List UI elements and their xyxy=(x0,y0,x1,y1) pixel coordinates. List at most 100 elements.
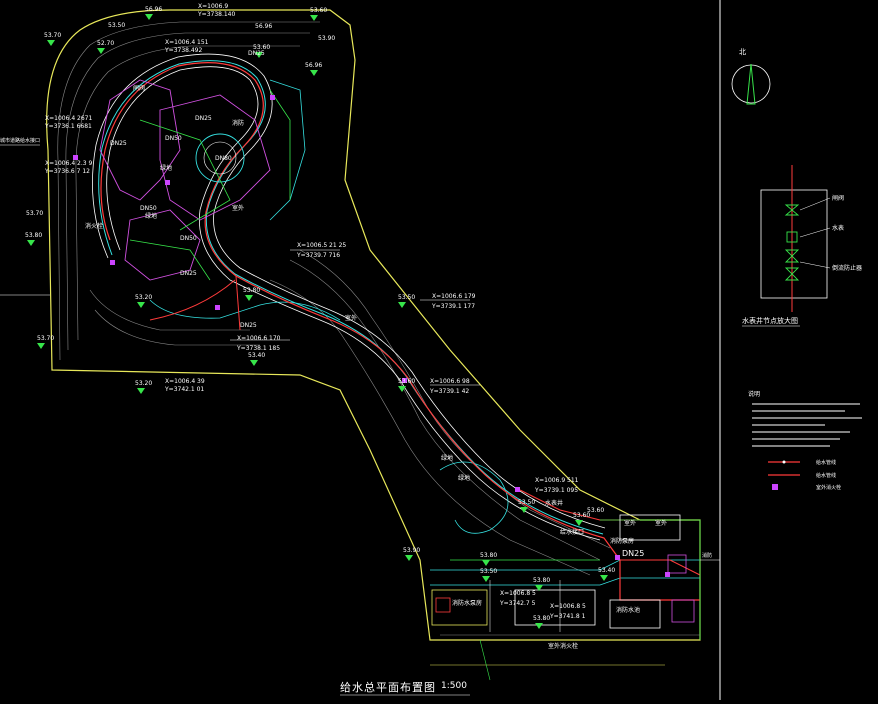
road-edge-inner xyxy=(106,66,601,541)
coord-y-label: Y=3739.7 716 xyxy=(296,252,340,259)
hydrant-marker xyxy=(665,572,670,577)
green-structure-2 xyxy=(129,239,211,281)
contour-outer-4 xyxy=(289,259,601,561)
coord-x-label: X=1006.4 2.3 9 xyxy=(45,160,92,167)
elevation-marker xyxy=(520,507,528,513)
coord-y-label: Y=3738.140 xyxy=(197,11,236,18)
room-label: 室外 xyxy=(345,314,357,322)
side-label: 城市道路给水接口 xyxy=(0,138,41,144)
detail-label: 倒流防止器 xyxy=(832,264,862,272)
pipe-size-text: DN25 xyxy=(248,50,265,57)
leader-line-7 xyxy=(479,639,491,681)
elevation-text: 53.50 xyxy=(480,568,497,575)
coord-y-label: Y=3739.1 095 xyxy=(534,487,578,494)
road-edge-outer xyxy=(92,53,606,529)
water-branch-2 xyxy=(235,275,241,331)
north-arrow xyxy=(731,63,771,105)
room-label: 闸阀 xyxy=(133,84,145,92)
elevation-marker xyxy=(535,623,543,629)
tank-box xyxy=(514,589,596,626)
elevation-marker xyxy=(310,15,318,21)
cyan-wall-right xyxy=(269,79,306,221)
coord-x-label: X=1006.6 179 xyxy=(432,293,476,300)
coord-y-label: Y=3738.1 185 xyxy=(236,345,280,352)
room-label: 消防水池 xyxy=(616,606,640,614)
elevation-text: 53.90 xyxy=(403,547,420,554)
pavilion-circle xyxy=(195,133,245,183)
water-meter-detail: 闸阀 水表 倒流防止器 xyxy=(742,165,862,327)
elevation-text: 56.96 xyxy=(145,6,162,13)
elevation-text: 53.50 xyxy=(398,294,415,301)
north-arrow-needle xyxy=(746,63,756,105)
elevation-text: 52.70 xyxy=(97,40,114,47)
contour-outer-3 xyxy=(75,45,300,341)
elevation-text: 53.60 xyxy=(587,507,604,514)
building-main-outline xyxy=(99,79,181,201)
elevation-text: 53.50 xyxy=(518,499,535,506)
pipe-size-text: DN50 xyxy=(165,135,182,142)
green-structure-3 xyxy=(269,89,291,200)
legend-label: 室外消火栓 xyxy=(816,485,842,491)
elevation-text: 53.40 xyxy=(248,352,265,359)
green-structure-5 xyxy=(600,519,701,640)
coord-y-label: Y=3739.1 177 xyxy=(431,303,475,310)
coord-y-label: Y=3742.1 01 xyxy=(164,386,204,393)
elevation-text: 53.70 xyxy=(44,32,61,39)
detail-label: 水表 xyxy=(832,224,844,232)
site-boundary xyxy=(46,9,701,641)
elevation-text: 53.40 xyxy=(598,567,615,574)
elevation-text: 53.70 xyxy=(26,210,43,217)
elevation-marker xyxy=(482,560,490,566)
hydrant-marker xyxy=(215,305,220,310)
valve-room-box xyxy=(609,599,661,629)
elevation-marker xyxy=(245,295,253,301)
elevation-text: 53.80 xyxy=(25,232,42,239)
coord-x-label: X=1006.6 98 xyxy=(430,378,470,385)
water-branch-4 xyxy=(620,559,701,576)
pipe-size-text: DN50 xyxy=(140,205,157,212)
coord-x-label: X=1006.4 2671 xyxy=(45,115,92,122)
north-label: 北 xyxy=(739,48,746,56)
elevation-text: 53.80 xyxy=(533,577,550,584)
elevation-marker xyxy=(97,48,105,54)
green-structure-1 xyxy=(139,119,231,231)
elevation-text: 53.80 xyxy=(243,287,260,294)
coord-y-label: Y=3736.6 7 12 xyxy=(44,168,90,175)
drawing-scale: 1:500 xyxy=(441,681,467,691)
building-central-outline xyxy=(159,94,271,221)
coord-x-label: X=1006.8 5 xyxy=(550,603,586,610)
pump-house-box xyxy=(431,589,488,626)
hydrant-marker xyxy=(110,260,115,265)
meter-symbol xyxy=(786,231,798,243)
contour-outer-6 xyxy=(269,279,591,576)
elevation-marker xyxy=(255,52,263,58)
elevation-marker xyxy=(145,14,153,20)
contour-outer-7 xyxy=(89,289,250,331)
gate-box xyxy=(667,554,687,574)
hydrant-marker xyxy=(402,378,407,383)
cyan-bottom-wall xyxy=(430,559,700,571)
hydrant-marker xyxy=(73,155,78,160)
elevation-marker xyxy=(482,576,490,582)
hydrant-marker xyxy=(165,180,170,185)
backflow-preventer-symbol-2 xyxy=(784,267,800,281)
elevation-marker xyxy=(250,360,258,366)
elevation-marker xyxy=(398,386,406,392)
elevation-marker xyxy=(398,302,406,308)
room-label: 室外 xyxy=(624,519,636,527)
pipe-size-labels: DN25 DN50 DN50 DN25 DN25 DN50 DN25 DN25 … xyxy=(110,50,644,558)
room-label: 给水接口 xyxy=(560,528,584,536)
pump-room-box xyxy=(619,514,681,541)
elevation-text: 53.60 xyxy=(310,7,327,14)
pipe-size-text: DN80 xyxy=(215,155,232,162)
cyan-curve-lower xyxy=(439,461,509,534)
coord-y-label: Y=3742.7 5 xyxy=(499,600,536,607)
room-label: 消防 xyxy=(232,119,244,127)
gate-box-2 xyxy=(671,599,695,623)
elevation-marker xyxy=(405,555,413,561)
room-label: 消火栓 xyxy=(85,222,103,230)
contour-outer-1 xyxy=(57,21,320,361)
elevation-text: 53.60 xyxy=(398,378,415,385)
detail-leader-3 xyxy=(799,261,831,269)
